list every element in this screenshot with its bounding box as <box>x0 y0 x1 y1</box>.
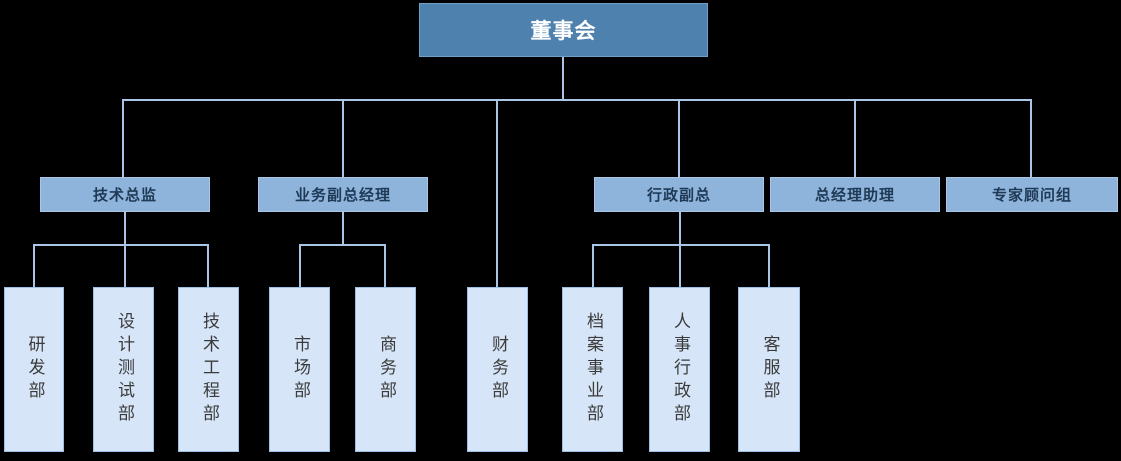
org-node-finance-dept[interactable]: 财务部 <box>467 287 528 452</box>
org-node-business-dept[interactable]: 商务部 <box>355 287 416 452</box>
org-node-root[interactable]: 董事会 <box>419 3 708 57</box>
connector-drop-archive-dept <box>592 244 594 287</box>
connector-drop-tech-director <box>122 99 124 177</box>
connector-drop-tech-eng-dept <box>207 244 209 287</box>
connector-drop-biz-vp <box>342 99 344 177</box>
org-node-archive-dept[interactable]: 档案事业部 <box>562 287 623 452</box>
org-node-expert-group-label: 专家顾问组 <box>991 186 1072 204</box>
connector-biz-vp-bus <box>299 244 386 246</box>
org-node-market-dept[interactable]: 市场部 <box>269 287 330 452</box>
connector-tech-director-bus <box>33 244 209 246</box>
org-node-design-test-dept-label: 设计测试部 <box>114 312 134 427</box>
connector-drop-hr-admin-dept <box>679 244 681 287</box>
connector-root-stem <box>562 57 564 100</box>
org-node-biz-vp-label: 业务副总经理 <box>294 186 391 204</box>
org-node-rd-dept[interactable]: 研发部 <box>4 287 64 452</box>
connector-drop-design-test-dept <box>124 244 126 287</box>
org-node-hr-admin-dept[interactable]: 人事行政部 <box>649 287 710 452</box>
connector-drop-market-dept <box>299 244 301 287</box>
connector-tech-director-stem <box>124 212 126 245</box>
org-node-design-test-dept[interactable]: 设计测试部 <box>93 287 154 452</box>
org-node-archive-dept-label: 档案事业部 <box>583 312 603 427</box>
org-node-admin-vp[interactable]: 行政副总 <box>594 177 764 212</box>
org-node-gm-assistant-label: 总经理助理 <box>814 186 895 204</box>
org-node-expert-group[interactable]: 专家顾问组 <box>946 177 1118 212</box>
connector-drop-business-dept <box>384 244 386 287</box>
connector-root-bus <box>122 99 1032 101</box>
org-node-biz-vp[interactable]: 业务副总经理 <box>258 177 428 212</box>
org-node-tech-eng-dept-label: 技术工程部 <box>199 312 219 427</box>
org-node-hr-admin-dept-label: 人事行政部 <box>670 312 690 427</box>
org-node-tech-director[interactable]: 技术总监 <box>40 177 210 212</box>
org-node-tech-director-label: 技术总监 <box>92 186 157 204</box>
org-node-finance-dept-label: 财务部 <box>488 335 508 404</box>
connector-drop-rd-dept <box>33 244 35 287</box>
org-node-admin-vp-label: 行政副总 <box>646 186 711 204</box>
org-node-customer-service-dept-label: 客服部 <box>759 335 780 404</box>
connector-drop-expert-group <box>1030 99 1032 177</box>
connector-biz-vp-stem <box>342 212 344 245</box>
connector-drop-finance-dept <box>496 99 498 287</box>
org-node-tech-eng-dept[interactable]: 技术工程部 <box>178 287 239 452</box>
connector-drop-gm-assistant <box>854 99 856 177</box>
org-node-customer-service-dept[interactable]: 客服部 <box>738 287 800 452</box>
org-node-rd-dept-label: 研发部 <box>24 335 45 404</box>
connector-drop-customer-service-dept <box>768 244 770 287</box>
connector-drop-admin-vp <box>678 99 680 177</box>
org-node-business-dept-label: 商务部 <box>376 335 396 404</box>
connector-admin-vp-bus <box>592 244 770 246</box>
connector-admin-vp-stem <box>679 212 681 245</box>
org-node-market-dept-label: 市场部 <box>290 335 310 404</box>
org-node-root-label: 董事会 <box>530 19 597 43</box>
org-node-gm-assistant[interactable]: 总经理助理 <box>770 177 940 212</box>
